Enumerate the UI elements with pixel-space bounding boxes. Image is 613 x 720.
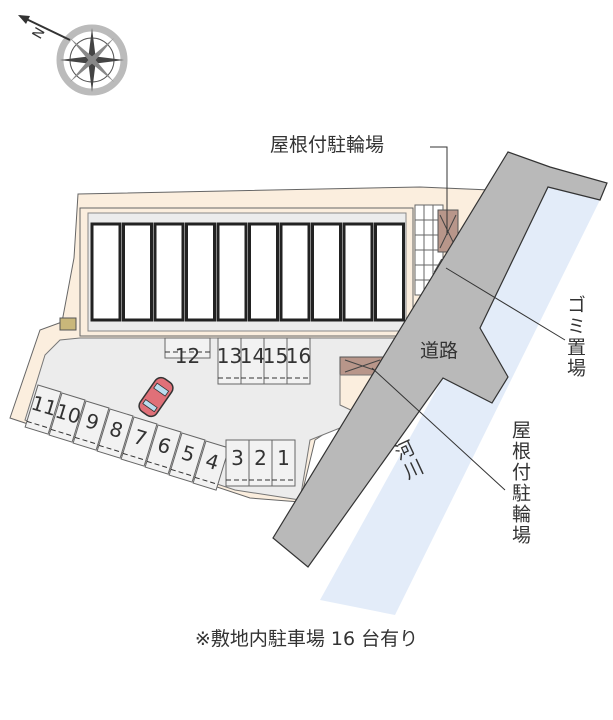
road xyxy=(272,151,608,568)
parking-space-number: 14 xyxy=(240,344,265,368)
compass-icon: N xyxy=(18,15,128,96)
unit xyxy=(122,222,153,322)
parking-space-number: 13 xyxy=(217,344,242,368)
unit xyxy=(216,222,248,322)
parking-space: 1 xyxy=(271,439,296,487)
garbage-label: ゴミ置場 xyxy=(564,295,586,379)
parking-space: 3 xyxy=(225,439,250,487)
bike-parking-right-label: 屋根付駐輪場 xyxy=(509,420,531,546)
unit xyxy=(185,222,216,322)
parking-space: 9 xyxy=(72,400,110,451)
parking-space: 5 xyxy=(168,432,206,483)
leader-line-bike-top xyxy=(430,146,448,235)
parking-space: 6 xyxy=(144,424,182,475)
parking-note: ※敷地内駐車場 16 台有り xyxy=(194,628,419,650)
parking-space: 2 xyxy=(248,439,273,487)
unit xyxy=(153,222,185,322)
parking-space: 14 xyxy=(240,337,265,385)
parking-space: 13 xyxy=(217,337,242,385)
parking-space: 8 xyxy=(96,408,134,459)
parking-space: 7 xyxy=(120,416,158,467)
car-icon xyxy=(138,376,174,418)
parking-space-number: 16 xyxy=(286,344,311,368)
parking-space: 15 xyxy=(263,337,288,385)
unit xyxy=(248,222,279,322)
river xyxy=(320,187,600,615)
road-label: 道路 xyxy=(420,340,459,362)
parking-space: 12 xyxy=(164,337,211,368)
leader-line-garbage xyxy=(445,267,566,341)
unit xyxy=(279,222,311,322)
unit xyxy=(374,222,405,322)
parking-space: 16 xyxy=(286,337,311,385)
parking-space-number: 1 xyxy=(277,446,290,470)
unit xyxy=(90,222,122,322)
parking-space-number: 2 xyxy=(254,446,267,470)
parking-space-number: 3 xyxy=(231,446,244,470)
parking-space-number: 15 xyxy=(263,344,288,368)
parking-space-number: 12 xyxy=(175,344,200,368)
bike-parking-top-label: 屋根付駐輪場 xyxy=(270,134,385,156)
unit xyxy=(342,222,374,322)
leader-line-bike-right xyxy=(371,367,506,491)
building-units xyxy=(90,222,405,322)
unit xyxy=(311,222,342,322)
parking-space: 4 xyxy=(192,440,230,491)
